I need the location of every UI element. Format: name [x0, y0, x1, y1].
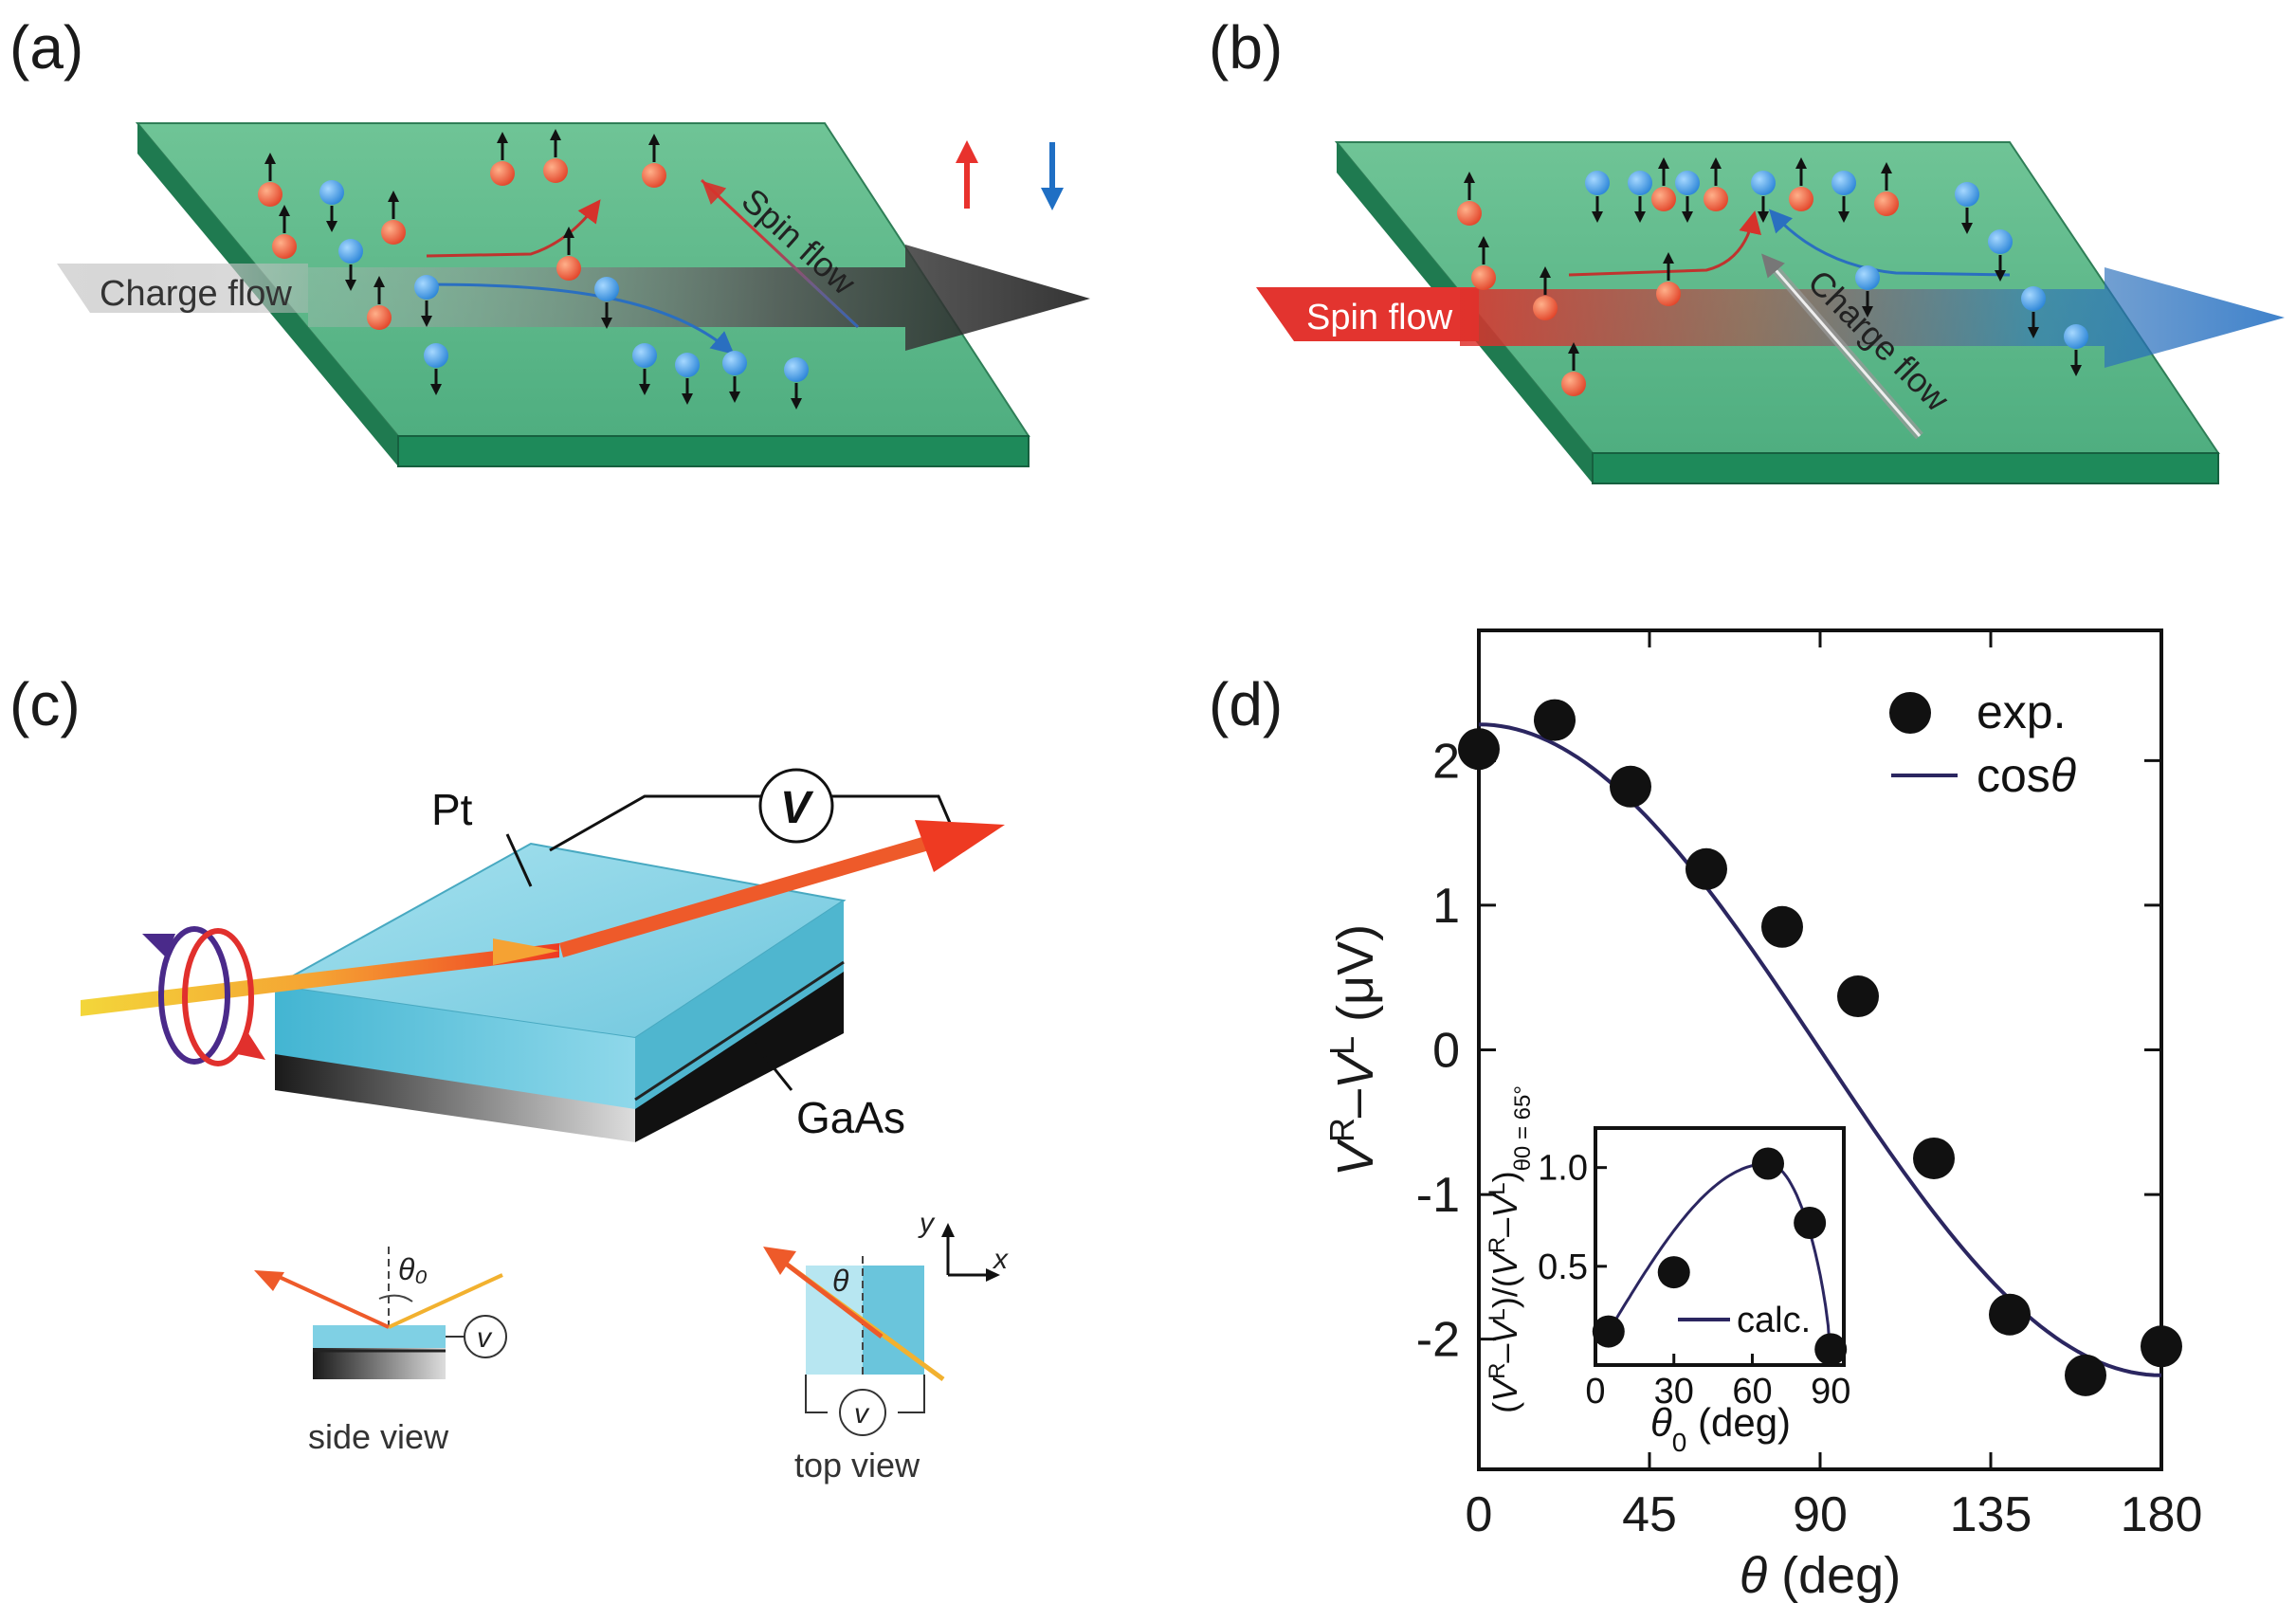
pt-leader — [505, 833, 533, 887]
inset-x-tick-label: 90 — [1811, 1372, 1850, 1412]
series-calc-line — [1607, 1161, 1832, 1366]
x-tick-label: 180 — [2121, 1487, 2203, 1542]
legend-exp-marker — [1889, 692, 1931, 734]
voltmeter — [758, 768, 834, 844]
laser-incident — [81, 943, 559, 1016]
main-plot — [1458, 699, 2182, 1396]
theta0-label: θ₀ — [398, 1252, 428, 1286]
x-tick-label: 90 — [1793, 1487, 1848, 1542]
inset-y-tick-label: 0.5 — [1538, 1248, 1588, 1287]
gaas-side — [635, 962, 844, 1142]
side-view-diagram: θ₀ v side view — [254, 1247, 507, 1456]
polarization-arrow-blue — [142, 934, 175, 957]
y-tick-label: -1 — [1416, 1168, 1460, 1223]
gaas-leader — [752, 1042, 793, 1091]
side-view-v: v — [477, 1322, 493, 1354]
y-tick-label: 2 — [1432, 734, 1460, 789]
pt-label: Pt — [431, 785, 473, 834]
polarization-ring-blue — [158, 926, 230, 1065]
laser-mid-arrowhead — [493, 938, 559, 965]
slab-front-side — [397, 435, 1030, 467]
legend-up-arrow — [956, 140, 978, 209]
exp-point — [1837, 975, 1879, 1018]
theta-label: θ — [832, 1264, 849, 1298]
main-ticks: 0 45 90 135 180 2 1 0 -1 -2 — [1416, 630, 2203, 1542]
panel-c: (c) Pt GaAs V — [9, 670, 1009, 1484]
laser-reflected — [559, 829, 952, 957]
pt-side — [635, 901, 844, 1109]
top-view-v: v — [854, 1398, 870, 1430]
main-xlabel: θ (deg) — [1740, 1547, 1901, 1604]
panel-d: (d) 0 45 90 135 180 2 1 0 -1 -2 θ (deg) VR–VL (μV… — [1209, 628, 2203, 1604]
inset-frame — [1594, 1126, 1846, 1367]
polarization-arrow-red — [237, 1033, 265, 1060]
y-tick-label: -2 — [1416, 1313, 1460, 1368]
inset-plot — [1592, 1147, 1848, 1366]
inset-exp-point — [1657, 1256, 1690, 1289]
exp-point — [1989, 1293, 2031, 1336]
spin-flow-arrow — [702, 180, 860, 329]
wire-right — [829, 794, 955, 830]
inset-x-tick-label: 60 — [1732, 1372, 1772, 1412]
exp-point — [1913, 1137, 1955, 1179]
spin-flow-tail — [1256, 287, 1479, 341]
series-cos-line — [1478, 722, 2162, 1377]
top-view-label: top view — [794, 1446, 920, 1484]
exp-point — [1686, 847, 1727, 890]
inset-exp-point — [1794, 1207, 1827, 1239]
legend-exp-label: exp. — [1977, 685, 2067, 738]
inset-exp-point — [1592, 1315, 1625, 1348]
exp-point — [1761, 905, 1803, 948]
x-axis-label: x — [992, 1244, 1009, 1275]
panel-b-letter: (b) — [1209, 13, 1283, 82]
slab-front-side — [1592, 452, 2219, 484]
legend-cos-label: cosθ — [1977, 749, 2076, 802]
charge-flow-tail — [57, 264, 308, 313]
gaas-label: GaAs — [796, 1093, 905, 1142]
panel-a-letter: (a) — [9, 13, 83, 82]
x-tick-label: 0 — [1466, 1487, 1493, 1542]
wire-left — [549, 794, 763, 852]
laser-arrowhead — [915, 820, 1005, 872]
exp-point — [2141, 1325, 2182, 1368]
spin-flow-label: Spin flow — [1306, 298, 1453, 337]
exp-point — [1534, 699, 1576, 741]
x-tick-label: 45 — [1622, 1487, 1677, 1542]
red-trajectory — [1568, 210, 1761, 277]
inset-legend-label: calc. — [1737, 1301, 1811, 1340]
charge-flow-arrow — [1761, 253, 1922, 437]
inset-y-tick-label: 1.0 — [1538, 1149, 1588, 1189]
charge-flow-label: Charge flow — [100, 274, 292, 314]
y-tick-label: 0 — [1432, 1024, 1460, 1079]
inset-exp-point — [1752, 1147, 1785, 1180]
top-view-diagram: θ v y x top view — [763, 1208, 1009, 1484]
exp-point — [1458, 728, 1500, 771]
charge-flow-arrow — [308, 245, 1090, 351]
panel-d-letter: (d) — [1209, 670, 1283, 738]
inset-ticks: 0 30 60 90 1.0 0.5 — [1538, 1149, 1850, 1412]
pt-front — [275, 986, 635, 1109]
panel-a: (a) Charge flow Spin flow — [9, 13, 1090, 467]
red-trajectory — [426, 199, 601, 258]
exp-point — [1610, 765, 1651, 808]
main-ylabel: VR–VL (μV) — [1322, 924, 1385, 1176]
inset-x-tick-label: 30 — [1654, 1372, 1694, 1412]
voltmeter-label: V — [780, 783, 814, 833]
panel-b: (b) Spin flow Charge flow — [1209, 13, 2285, 484]
blue-trajectory — [1768, 209, 2011, 277]
exp-point — [2065, 1354, 2106, 1396]
x-tick-label: 135 — [1950, 1487, 2032, 1542]
pt-gaas-interface — [634, 960, 845, 1102]
panel-c-letter: (c) — [9, 670, 81, 738]
inset-exp-point — [1814, 1333, 1848, 1366]
legend-down-arrow — [1041, 142, 1064, 210]
side-view-label: side view — [308, 1417, 449, 1456]
inset-x-tick-label: 0 — [1585, 1372, 1605, 1412]
y-axis-label: y — [918, 1208, 936, 1239]
polarization-ring-red — [182, 928, 254, 1066]
y-tick-label: 1 — [1432, 879, 1460, 934]
